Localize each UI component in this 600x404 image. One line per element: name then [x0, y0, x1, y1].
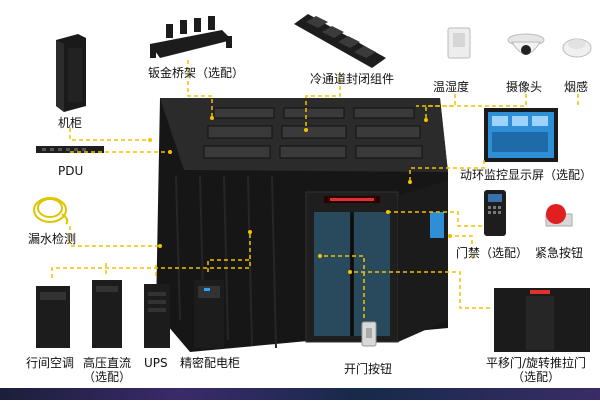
camera-icon — [507, 33, 545, 55]
label-monitor-screen: 动环监控显示屏（选配） — [460, 168, 593, 182]
access-control-icon — [484, 190, 506, 236]
smoke-detector-icon — [562, 38, 592, 58]
label-cable-tray: 钣金桥架（选配） — [148, 66, 245, 80]
label-access-control: 门禁（选配） — [456, 246, 529, 260]
cable-tray-icon — [150, 16, 232, 58]
leader-lines — [51, 60, 579, 318]
label-open-door-button: 开门按钮 — [344, 362, 393, 376]
label-leak-detection: 漏水检测 — [28, 232, 77, 246]
pdu-icon — [36, 146, 104, 153]
label-hvdc-line1: 高压直流 — [82, 356, 131, 370]
label-precision-pdc: 精密配电柜 — [180, 356, 241, 370]
sliding-door-icon — [494, 288, 590, 352]
ups-icon — [144, 284, 170, 348]
label-sliding-door-line1: 平移门/旋转推拉门 — [485, 356, 587, 370]
label-emergency-button: 紧急按钮 — [535, 246, 584, 260]
label-sliding-door: 平移门/旋转推拉门 （选配） — [478, 356, 594, 384]
monitor-screen-icon — [484, 108, 558, 162]
row-ac-icon — [36, 286, 70, 348]
leader-dots — [148, 116, 452, 274]
label-pdu: PDU — [58, 164, 84, 178]
cold-aisle-kit-icon — [294, 14, 386, 68]
label-row-ac: 行间空调 — [26, 356, 75, 370]
bottom-decor-strip — [0, 388, 600, 400]
micro-module — [156, 98, 448, 352]
hvdc-icon — [92, 280, 122, 348]
leak-sensor-icon — [33, 197, 69, 225]
cabinet-icon — [56, 34, 86, 112]
label-cabinet: 机柜 — [58, 116, 83, 130]
label-cold-aisle-kit: 冷通道封闭组件 — [310, 72, 395, 86]
emergency-button-icon — [545, 204, 573, 227]
open-door-button-icon — [361, 321, 377, 347]
label-camera: 摄像头 — [506, 80, 543, 94]
pdc-icon — [194, 280, 224, 348]
label-hvdc: 高压直流 （选配） — [82, 356, 132, 384]
label-sliding-door-line2: （选配） — [511, 370, 560, 384]
label-smoke-detector: 烟感 — [564, 80, 589, 94]
thermo-hygro-sensor-icon — [447, 27, 471, 59]
label-hvdc-line2: （选配） — [82, 370, 131, 384]
label-ups: UPS — [144, 356, 168, 370]
label-thermo-hygro: 温湿度 — [433, 80, 470, 94]
